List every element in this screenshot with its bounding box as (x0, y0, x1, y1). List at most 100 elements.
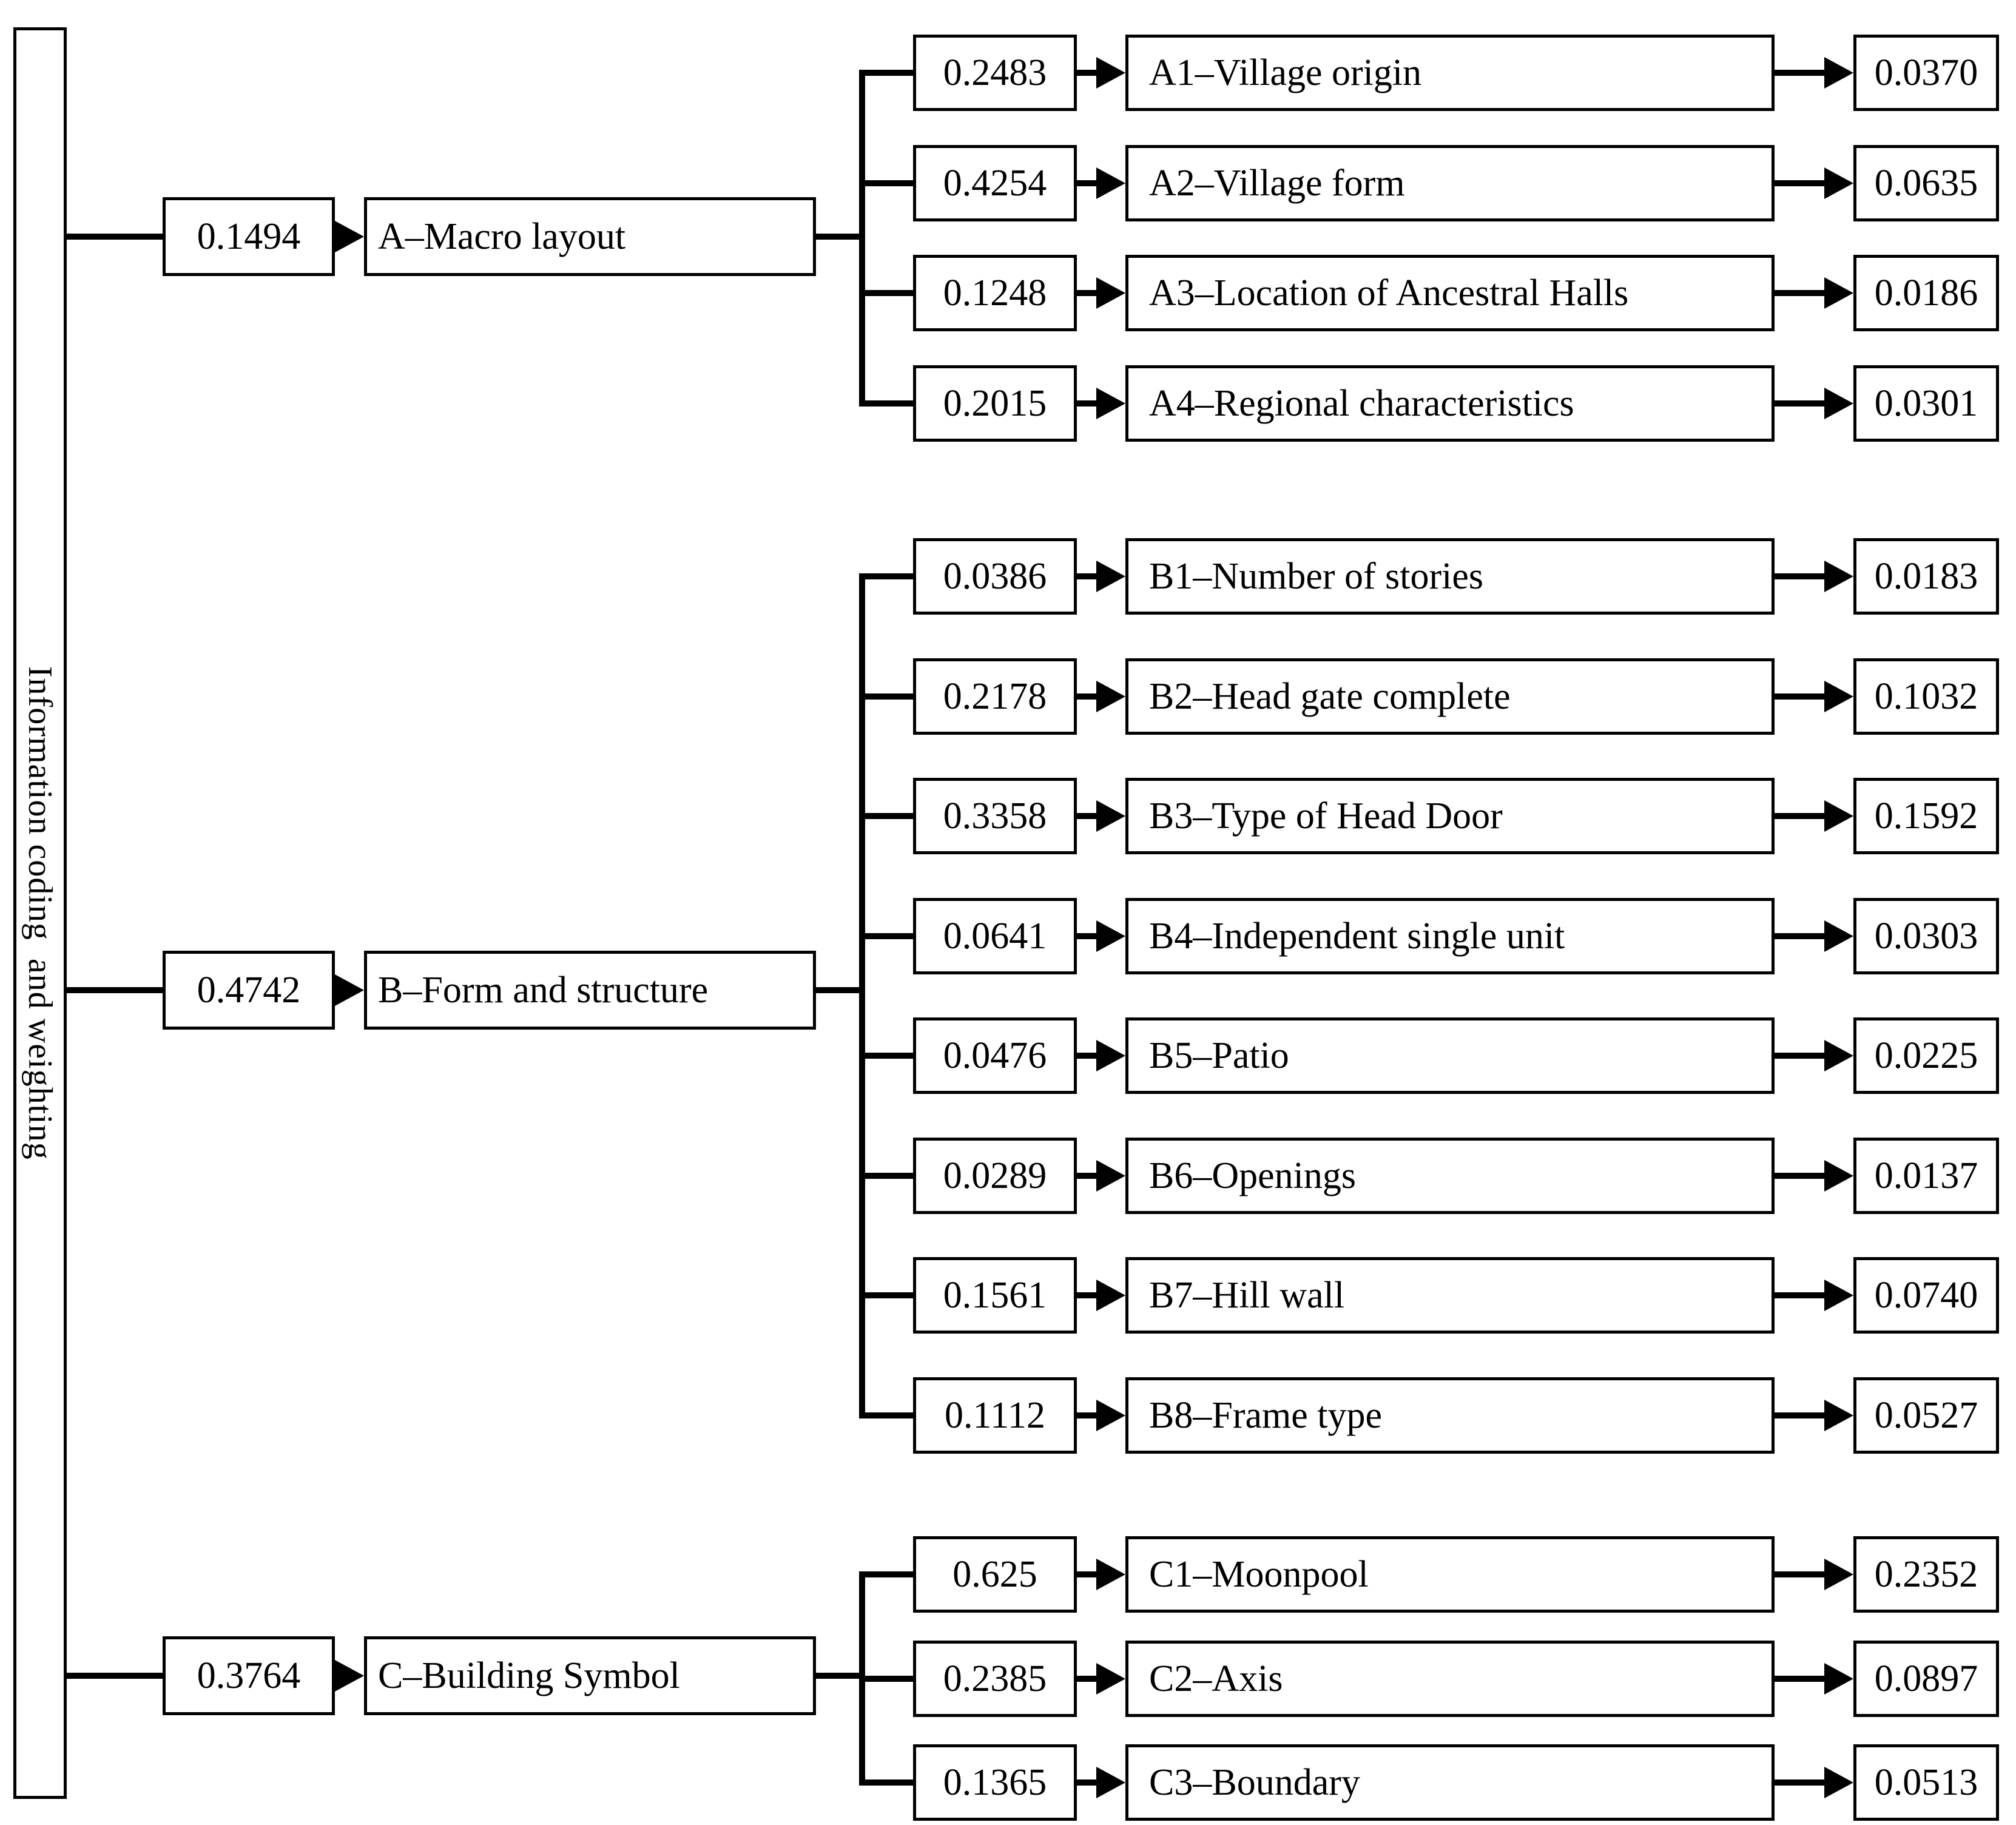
criterion-label: B7–Hill wall (1149, 1275, 1345, 1316)
arrowhead-icon (335, 1660, 364, 1692)
arrowhead-icon (1096, 277, 1125, 309)
criterion-value: 0.1592 (1874, 795, 1978, 837)
arrowhead-icon (335, 974, 364, 1006)
criterion-label: B4–Independent single unit (1149, 916, 1565, 957)
connector-line (1077, 290, 1099, 296)
arrowhead-icon (1824, 681, 1853, 712)
arrowhead-icon (1824, 388, 1853, 419)
criterion-label: A2–Village form (1149, 163, 1405, 204)
connector-line (1775, 573, 1827, 579)
connector-line (1077, 933, 1099, 939)
connector-line (1775, 1571, 1827, 1577)
arrowhead-icon (1096, 388, 1125, 419)
connector-line (67, 1673, 163, 1679)
criterion-label-box: C3–Boundary (1125, 1744, 1775, 1821)
connector-line (859, 813, 913, 819)
connector-line (67, 234, 163, 240)
connector-line (1775, 1053, 1827, 1059)
connector-line (1077, 693, 1099, 700)
connector-line (1775, 1676, 1827, 1682)
criterion-weight-box: 0.2483 (913, 35, 1077, 111)
connector-line (1077, 1779, 1099, 1786)
criterion-weight: 0.0641 (943, 916, 1047, 957)
criterion-weight: 0.3358 (943, 795, 1047, 837)
criterion-label-box: B7–Hill wall (1125, 1257, 1775, 1334)
connector-line (1775, 1412, 1827, 1419)
arrowhead-icon (1824, 1040, 1853, 1071)
arrowhead-icon (1824, 1160, 1853, 1192)
criterion-weight-box: 0.3358 (913, 778, 1077, 854)
connector-line (1077, 1053, 1099, 1059)
criterion-value-box: 0.2352 (1853, 1536, 1999, 1613)
criterion-row-c1: 0.625 C1–Moonpool 0.2352 (0, 1535, 2016, 1614)
criterion-weight: 0.0386 (943, 556, 1047, 597)
criterion-row-a3: 0.1248 A3–Location of Ancestral Halls 0.… (0, 254, 2016, 332)
criterion-value-box: 0.0303 (1853, 898, 1999, 974)
criterion-row-b5: 0.0476 B5–Patio 0.0225 (0, 1016, 2016, 1095)
arrowhead-icon (1824, 1767, 1853, 1798)
connector-line (859, 1779, 913, 1786)
criterion-label-box: A2–Village form (1125, 145, 1775, 221)
arrowhead-icon (1096, 1160, 1125, 1192)
criterion-value-box: 0.0186 (1853, 255, 1999, 331)
criterion-row-b2: 0.2178 B2–Head gate complete 0.1032 (0, 657, 2016, 736)
group-weight-box: 0.1494 (163, 197, 335, 276)
group-weight-box: 0.3764 (163, 1636, 335, 1715)
group-row-b: 0.4742 B–Form and structure (0, 948, 2016, 1033)
group-label: C–Building Symbol (378, 1655, 680, 1696)
criterion-row-a1: 0.2483 A1–Village origin 0.0370 (0, 33, 2016, 112)
connector-line (859, 1676, 913, 1682)
arrowhead-icon (1824, 561, 1853, 592)
criterion-value: 0.0303 (1874, 916, 1978, 957)
criterion-label-box: B8–Frame type (1125, 1377, 1775, 1454)
arrowhead-icon (1824, 277, 1853, 309)
criterion-value-box: 0.0137 (1853, 1138, 1999, 1214)
arrowhead-icon (1096, 561, 1125, 592)
criterion-weight-box: 0.2385 (913, 1641, 1077, 1717)
group-label: A–Macro layout (378, 216, 626, 257)
connector-line (1077, 400, 1099, 406)
criterion-row-b6: 0.0289 B6–Openings 0.0137 (0, 1136, 2016, 1215)
criterion-label-box: B2–Head gate complete (1125, 658, 1775, 735)
connector-line (859, 290, 913, 296)
connector-line (1775, 1173, 1827, 1179)
criterion-label-box: B3–Type of Head Door (1125, 778, 1775, 854)
connector-line (1775, 70, 1827, 76)
group-row-a: 0.1494 A–Macro layout (0, 194, 2016, 279)
criterion-weight: 0.1365 (943, 1762, 1047, 1803)
arrowhead-icon (1096, 57, 1125, 89)
connector-line (859, 573, 913, 579)
criterion-value: 0.2352 (1874, 1554, 1978, 1595)
connector-line (1077, 1676, 1099, 1682)
arrowhead-icon (1096, 1280, 1125, 1311)
criterion-row-b7: 0.1561 B7–Hill wall 0.0740 (0, 1256, 2016, 1335)
criterion-value-box: 0.0740 (1853, 1257, 1999, 1334)
connector-line (816, 1673, 865, 1679)
criterion-weight-box: 0.1365 (913, 1744, 1077, 1821)
criterion-label: C1–Moonpool (1149, 1554, 1369, 1595)
criterion-weight: 0.2385 (943, 1658, 1047, 1699)
criterion-weight: 0.2015 (943, 383, 1047, 424)
criterion-weight-box: 0.2015 (913, 365, 1077, 442)
connector-line (859, 1173, 913, 1179)
arrowhead-icon (1096, 1040, 1125, 1071)
criterion-value-box: 0.0527 (1853, 1377, 1999, 1454)
connector-line (816, 987, 865, 993)
arrowhead-icon (1096, 920, 1125, 952)
arrowhead-icon (1096, 1663, 1125, 1695)
arrowhead-icon (1824, 1400, 1853, 1431)
criterion-value: 0.0513 (1874, 1762, 1978, 1803)
criterion-label-box: A3–Location of Ancestral Halls (1125, 255, 1775, 331)
criterion-value: 0.0897 (1874, 1658, 1978, 1699)
root-title: Information coding and weighting (21, 666, 59, 1160)
connector-line (859, 693, 913, 700)
criterion-value-box: 0.0635 (1853, 145, 1999, 221)
connector-line (1775, 290, 1827, 296)
connector-line (859, 1571, 913, 1577)
criterion-row-c3: 0.1365 C3–Boundary 0.0513 (0, 1743, 2016, 1822)
criterion-label-box: A4–Regional characteristics (1125, 365, 1775, 442)
criterion-label: A1–Village origin (1149, 52, 1422, 93)
criterion-weight: 0.625 (952, 1554, 1037, 1595)
root-title-box: Information coding and weighting (13, 27, 67, 1799)
